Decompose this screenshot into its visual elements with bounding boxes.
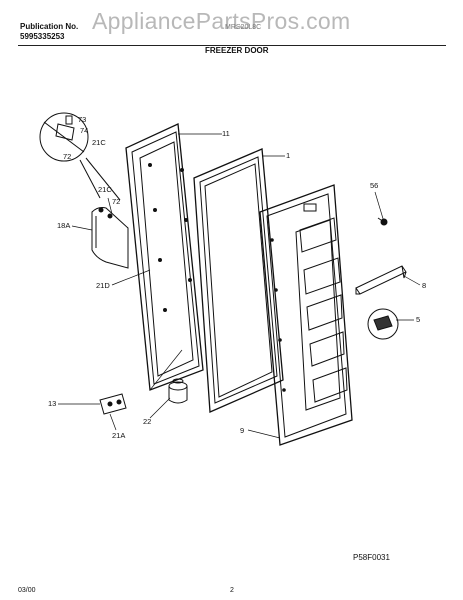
watermark: AppliancePartsPros.com xyxy=(92,8,351,34)
inner-door-liner xyxy=(259,184,353,446)
page-number: 2 xyxy=(230,587,234,594)
figure-code: P58F0031 xyxy=(353,553,390,562)
detail-callout-72: 72 xyxy=(63,152,71,161)
header-rule xyxy=(18,45,446,46)
shelf-bar xyxy=(355,265,407,295)
callout-21a: 21A xyxy=(112,431,125,440)
publication-number: 5995335253 xyxy=(20,32,65,41)
outer-door-panel xyxy=(125,123,204,391)
leader-lines xyxy=(58,133,421,439)
publication-label: Publication No. xyxy=(20,22,79,31)
door-handle xyxy=(91,207,129,269)
publication-info: Publication No. 5995335253 xyxy=(20,22,78,42)
bottom-hinge xyxy=(99,393,127,415)
callout-1: 1 xyxy=(286,151,290,160)
callout-9: 9 xyxy=(240,426,244,435)
hinge-pin xyxy=(168,378,188,404)
screw xyxy=(377,217,388,226)
detail-callout-73: 73 xyxy=(78,115,86,124)
footer-date: 03/00 xyxy=(18,587,36,594)
detail-callout-74: 74 xyxy=(80,126,88,135)
callout-56: 56 xyxy=(370,181,378,190)
callout-72: 72 xyxy=(112,197,120,206)
callout-8: 8 xyxy=(422,281,426,290)
callout-22: 22 xyxy=(143,417,151,426)
liner-shelf-bins xyxy=(299,217,348,403)
callout-labels: 11 1 56 8 5 9 13 22 21A 18A 21D 21C 72 7… xyxy=(48,115,426,440)
door-gasket xyxy=(193,148,284,413)
handle-clip-detail xyxy=(39,112,121,201)
callout-5: 5 xyxy=(416,315,420,324)
callout-21d: 21D xyxy=(96,281,110,290)
detail-callout-21c: 21C xyxy=(92,138,106,147)
callout-21c: 21C xyxy=(98,185,112,194)
callout-11: 11 xyxy=(222,129,230,138)
model-number: MRS20L8C xyxy=(225,24,262,31)
callout-18a: 18A xyxy=(57,221,70,230)
cover-detail xyxy=(367,308,399,340)
section-title: FREEZER DOOR xyxy=(205,46,269,55)
callout-13: 13 xyxy=(48,399,56,408)
